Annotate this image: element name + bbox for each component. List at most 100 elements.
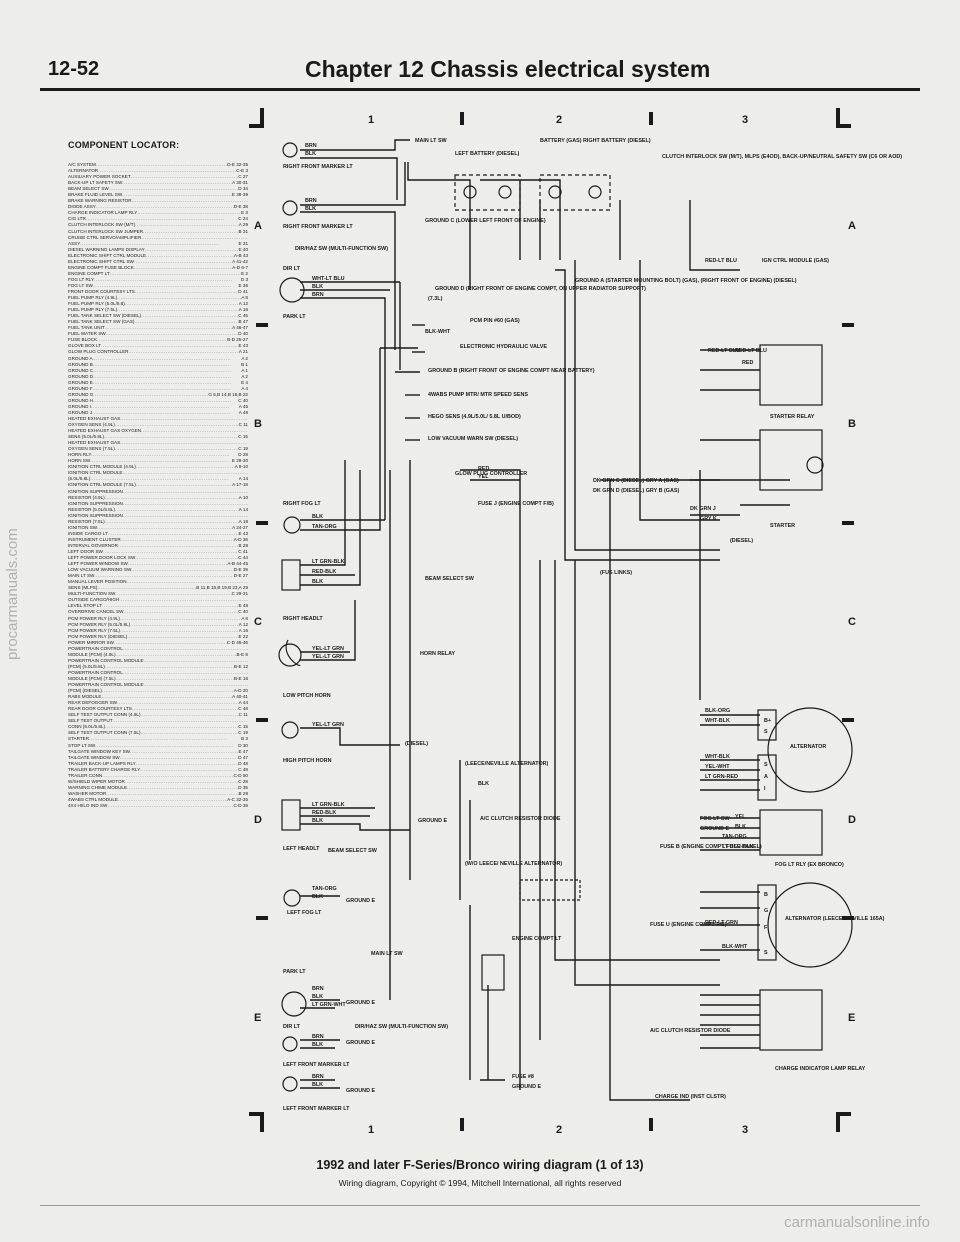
charge-relay-label: CHARGE INDICATOR LAMP RELAY: [775, 1066, 866, 1072]
locator-entry: HEATED EXHAUST GAS: [68, 416, 248, 422]
locator-entry-location: A 2: [241, 355, 248, 361]
locator-entry-location: A 17-18: [232, 482, 248, 488]
ground-e-label-3: GROUND E: [346, 1000, 375, 1006]
row-label: B: [848, 418, 856, 430]
locator-entry: MODULE (PCM) (7.5L)B-E 16: [68, 676, 248, 682]
locator-entry-location: A-D 36: [233, 536, 248, 542]
locator-entry: RESISTOR (4.9L)A 10: [68, 495, 248, 501]
locator-entry-location: D 41: [238, 288, 248, 294]
locator-entry-name: GROUND H: [68, 397, 94, 403]
locator-entry: HORN SWE 29-30: [68, 458, 248, 464]
terminal-s-2: S: [764, 762, 768, 768]
fog-lamp-icon: [283, 889, 301, 907]
right-front-marker-lt-label: RIGHT FRONT MARKER LT: [283, 164, 353, 170]
locator-entry: PCM POWER RLY (5.0L/5.8L)A 12: [68, 622, 248, 628]
locator-entry-location: G 5,B 14,B 18,B 22: [208, 391, 248, 397]
locator-entry-name: 4X4 HI/LO IND SW: [68, 802, 108, 808]
locator-entry-name: STARTER: [68, 736, 90, 742]
locator-entry-name: SELF TEST OUTPUT CONN (4.9L): [68, 712, 141, 718]
fus-links-label: (FUS LINKS): [600, 570, 632, 576]
locator-entry-location: D-E 32-35: [227, 162, 248, 167]
locator-entry-name: GROUND J: [68, 409, 92, 415]
locator-entry-name: CRUISE CTRL SERVO/AMPLIFIER: [68, 234, 142, 240]
locator-entry-name: SENS (5.0L/5.8L): [68, 434, 105, 440]
locator-entry-name: REAR DOOR COURTESY LTS: [68, 706, 132, 712]
locator-entry-name: GROUND A: [68, 355, 93, 361]
locator-entry: HEATED EXHAUST GAS: [68, 440, 248, 446]
locator-entry-name: BEAM SELECT SW: [68, 186, 109, 192]
wire-red-blk: RED-BLK: [312, 569, 336, 575]
locator-entry: LEFT POWER DOOR LOCK SWC 44: [68, 555, 248, 561]
ground-e-label-1: GROUND E: [418, 818, 447, 824]
row-label: C: [848, 616, 856, 628]
fuse-8-label: FUSE #8: [512, 1074, 534, 1080]
locator-entry-location: A 4: [241, 385, 248, 391]
wire-brn-2: BRN: [305, 198, 317, 204]
locator-entry: PCM POWER RLY (4.9L)A 8: [68, 616, 248, 622]
locator-entry-location: A 45: [238, 403, 248, 409]
locator-entry-location: A 41-42: [232, 258, 248, 264]
locator-entry: W/SHIELD WIPER MOTORC 28: [68, 779, 248, 785]
wire-lt-grn-blk-2: LT GRN-BLK: [312, 802, 345, 808]
locator-entry-location: B 31: [238, 228, 248, 234]
locator-entry-name: PCM POWER RLY (7.5L): [68, 627, 120, 633]
locator-entry-name: ALTERNATOR: [68, 168, 99, 174]
locator-entry-location: C 15: [238, 434, 248, 440]
wire-blk-8: BLK: [312, 994, 323, 1000]
right-headlt-label: RIGHT HEADLT: [283, 616, 323, 622]
terminal-b-plus: B+: [764, 718, 771, 724]
diesel-label: (DIESEL): [405, 741, 428, 747]
locator-entry-name: IGNITION CTRL MODULE (7.5L): [68, 482, 136, 488]
wire-brn-1: BRN: [305, 143, 317, 149]
locator-entry: GROUND EE 4: [68, 380, 248, 386]
fuse-u-label: FUSE U (ENGINE COMPT F/B): [650, 922, 727, 928]
locator-entry: PCM POWER RLY (DIESEL)E 22: [68, 634, 248, 640]
locator-entry-name: POWERTRAIN CONTROL: [68, 669, 123, 675]
locator-entry-name: DIESEL WARNING LAMPS DISPLAY: [68, 246, 145, 252]
left-fog-lt-label: LEFT FOG LT: [287, 910, 322, 916]
locator-entry: SENS (5.0L/5.8L) C 15: [68, 434, 248, 440]
locator-entry: RESISTOR (5.0L/5.8L)A 14: [68, 507, 248, 513]
locator-entry: IGNITION CTRL MODULE (7.5L) A 17-18: [68, 482, 248, 488]
headlamp-icon: [281, 559, 301, 591]
wire-wht-lt-blu: WHT-LT BLU: [312, 276, 345, 282]
locator-entry-location: A-C 32-35: [227, 796, 248, 802]
locator-entry: LEFT DOOR SWC 41: [68, 549, 248, 555]
locator-entry: BEAM SELECT SWD 34: [68, 186, 248, 192]
locator-entry-name: FUEL TANK UNIT: [68, 325, 105, 331]
row-label: A: [848, 220, 856, 232]
locator-entry-name: CONN (5.0L/5.8L): [68, 724, 106, 730]
locator-entry-name: HORN RLY: [68, 452, 92, 458]
pcm-pin-label: PCM PIN #60 (GAS): [470, 318, 520, 324]
locator-entry-name: STOP LT SW: [68, 742, 96, 748]
wire-yel-lt-grn: YEL-LT GRN: [312, 646, 344, 652]
locator-list: A/C SYSTEMD-E 32-35ALTERNATORC-E 3AUXILI…: [68, 162, 248, 809]
wire-lt-blu-blk: LT BLU-BLK: [722, 844, 754, 850]
locator-entry: STARTERB 3: [68, 736, 248, 742]
locator-entry-name: TAILGATE WINDOW KEY SW: [68, 748, 131, 754]
horn-relay-label: HORN RELAY: [420, 651, 456, 657]
wires: [300, 139, 790, 1101]
locator-entry: RABS MODULEA 40-41: [68, 694, 248, 700]
locator-entry-name: FUEL WATER SW: [68, 331, 106, 337]
locator-entry: ELECTRONIC SHIFT CTRL MODULEA-B 43: [68, 253, 248, 259]
locator-entry-location: E 31: [238, 240, 248, 246]
locator-entry-name: GLOW PLUG CONTROLLER: [68, 349, 129, 355]
locator-entry: GROUND A A 2: [68, 356, 248, 362]
ground-c-label: GROUND C (LOWER LEFT FRONT OF ENGINE): [425, 218, 546, 224]
locator-entry-location: A-B 43: [233, 252, 248, 258]
locator-entry: OUTSIDE CARGO/HIGH: [68, 597, 248, 603]
fog-lamp-icon: [283, 516, 301, 534]
locator-entry-name: POWERTRAIN CONTROL MODULE: [68, 682, 144, 688]
locator-entry-name: GLOVE BOX LT: [68, 343, 102, 349]
locator-entry: BACK-UP LT SAFETY SWA 30-31: [68, 180, 248, 186]
locator-entry-location: B-E 8: [236, 651, 249, 657]
ground-a-label: GROUND A (STARTER MOUNTING BOLT) (GAS), …: [575, 278, 797, 284]
locator-entry-name: RESISTOR (5.0L/5.8L): [68, 506, 115, 512]
locator-entry-location: B-E 16: [233, 675, 248, 681]
locator-entry: BRAKE FLUID LEVEL SWE 38-39: [68, 192, 248, 198]
locator-entry-name: OVERDRIVE CANCEL SW: [68, 609, 124, 615]
locator-entry-name: HEATED EXHAUST GAS: [68, 440, 121, 446]
locator-entry: RESISTOR (7.5L)A 18: [68, 519, 248, 525]
page-number: 12-52: [48, 58, 100, 80]
